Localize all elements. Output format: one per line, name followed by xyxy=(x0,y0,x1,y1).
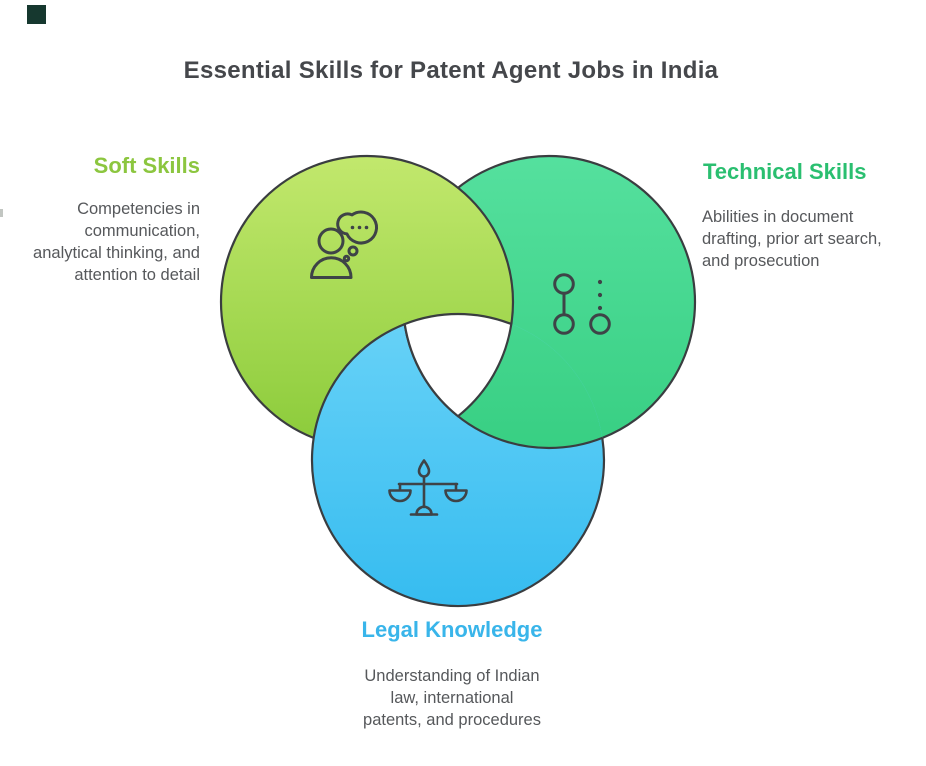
technical-skills-desc-line: and prosecution xyxy=(702,252,820,270)
node-graph-icon xyxy=(553,273,611,335)
person-head xyxy=(317,227,345,255)
node-right-bottom xyxy=(589,313,611,335)
dotted-line-dot xyxy=(597,305,603,311)
legal-knowledge-desc-line: law, international xyxy=(390,689,514,707)
dotted-line-dot xyxy=(597,279,603,285)
thought-bubble xyxy=(336,210,378,245)
bubble-trail-circle xyxy=(347,245,359,257)
edge-tick xyxy=(0,209,3,217)
soft-skills-heading: Soft Skills xyxy=(93,153,200,178)
page-title: Essential Skills for Patent Agent Jobs i… xyxy=(183,57,719,84)
technical-skills-heading: Technical Skills xyxy=(703,159,867,184)
legal-circle-outline xyxy=(310,323,606,608)
person-chat-icon xyxy=(310,210,378,279)
scales-base-dome xyxy=(415,505,433,516)
person-body xyxy=(310,256,353,279)
dotted-line-dot xyxy=(597,292,603,298)
bubble-dot xyxy=(350,225,355,230)
technical-skills-description: Abilities in document drafting, prior ar… xyxy=(702,206,926,272)
soft-skills-desc-line: attention to detail xyxy=(74,266,200,284)
scales-pan-left xyxy=(388,489,412,503)
scales-pan-right xyxy=(444,489,468,503)
soft-skills-desc-line: communication, xyxy=(84,222,200,240)
technical-skills-desc-line: Abilities in document xyxy=(702,208,854,226)
corner-mark xyxy=(27,5,46,24)
legal-knowledge-desc-line: Understanding of Indian xyxy=(364,667,540,685)
legal-knowledge-description: Understanding of Indian law, internation… xyxy=(302,665,602,731)
soft-skills-desc-line: analytical thinking, and xyxy=(33,244,200,262)
soft-skills-description: Competencies in communication, analytica… xyxy=(0,198,200,286)
legal-knowledge-desc-line: patents, and procedures xyxy=(363,711,541,729)
justice-scales-icon xyxy=(388,459,468,516)
center-overlap xyxy=(403,313,513,418)
bubble-dot xyxy=(357,225,362,230)
technical-skills-desc-line: drafting, prior art search, xyxy=(702,230,882,248)
legal-knowledge-heading: Legal Knowledge xyxy=(361,617,543,642)
bubble-trail-circle-small xyxy=(342,254,351,263)
bubble-dot xyxy=(364,225,369,230)
soft-skills-desc-line: Competencies in xyxy=(77,200,200,218)
